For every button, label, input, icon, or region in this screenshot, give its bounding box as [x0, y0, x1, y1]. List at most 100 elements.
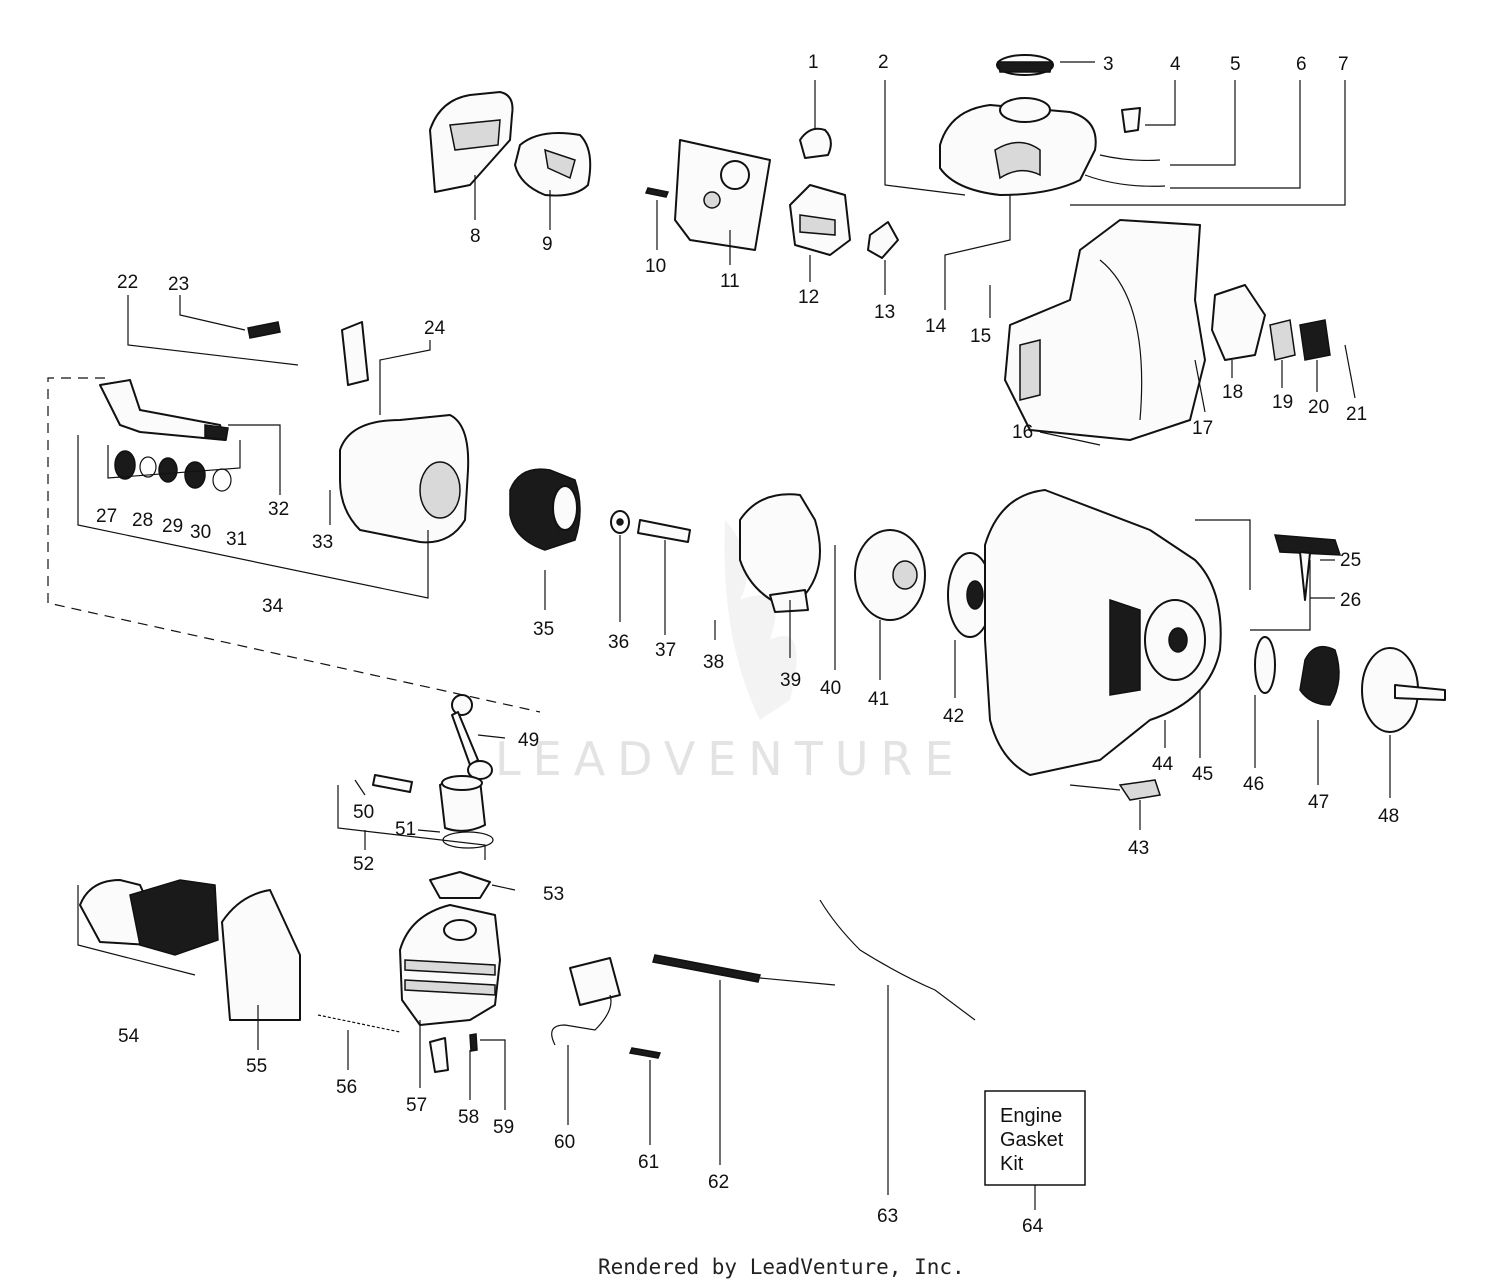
label-part-38: 38: [703, 652, 724, 673]
label-part-5: 5: [1230, 54, 1241, 75]
crankcase: [339, 414, 470, 544]
label-part-30: 30: [190, 522, 211, 543]
label-part-64: 64: [1022, 1216, 1044, 1237]
primer-bulb: [799, 127, 832, 159]
label-part-23: 23: [168, 274, 189, 295]
starter-housing: [984, 489, 1222, 776]
label-part-18: 18: [1222, 382, 1243, 403]
part-number-labels: 1 2 3 4 5 6 7 8 9 10 11 12 13 14 15 16 1…: [96, 52, 1399, 1237]
label-part-16: 16: [1012, 422, 1033, 443]
watermark-logo: [724, 520, 797, 720]
label-part-61: 61: [638, 1152, 659, 1173]
label-part-28: 28: [132, 510, 153, 531]
reed-plate: [1269, 319, 1296, 361]
starter-pulley: [854, 529, 926, 621]
bracket-24: [341, 321, 369, 386]
decal-23: [247, 321, 281, 339]
fuel-cap: [996, 54, 1054, 76]
label-part-3: 3: [1103, 54, 1114, 75]
label-part-31: 31: [226, 529, 247, 550]
fuel-line-5: [1099, 154, 1161, 162]
label-part-24: 24: [424, 318, 446, 339]
screw-10: [644, 187, 670, 198]
footer-credit: Rendered by LeadVenture, Inc.: [598, 1255, 965, 1279]
seal-27: [114, 450, 136, 480]
carburetor-gasket: [867, 221, 899, 259]
screw-59: [469, 1033, 478, 1052]
label-part-60: 60: [554, 1132, 575, 1153]
fuel-vent: [1121, 107, 1141, 133]
label-part-7: 7: [1338, 54, 1349, 75]
label-part-1: 1: [808, 52, 819, 73]
cylinder: [399, 904, 501, 1026]
label-part-40: 40: [820, 678, 841, 699]
kit-line-1: Engine: [1000, 1105, 1062, 1127]
label-part-12: 12: [798, 287, 819, 308]
washer-36: [610, 510, 630, 534]
muffler-gasket: [221, 889, 301, 1021]
label-part-58: 58: [458, 1107, 479, 1128]
circlip-28: [139, 456, 157, 478]
label-part-44: 44: [1152, 754, 1174, 775]
label-part-9: 9: [542, 234, 553, 255]
label-part-25: 25: [1340, 550, 1361, 571]
fan-shroud: [739, 493, 821, 613]
screw-61: [628, 1047, 662, 1059]
label-part-47: 47: [1308, 792, 1329, 813]
label-part-39: 39: [780, 670, 801, 691]
label-part-22: 22: [117, 272, 138, 293]
label-part-56: 56: [336, 1077, 357, 1098]
label-part-50: 50: [353, 802, 374, 823]
label-part-33: 33: [312, 532, 333, 553]
label-part-63: 63: [877, 1206, 898, 1227]
housing-mount-43: [1118, 779, 1161, 801]
label-part-45: 45: [1192, 764, 1213, 785]
label-part-37: 37: [655, 640, 676, 661]
piston-group-bracket: [337, 785, 486, 860]
label-part-32: 32: [268, 499, 289, 520]
label-part-48: 48: [1378, 806, 1399, 827]
label-part-51: 51: [395, 819, 416, 840]
piston: [439, 775, 486, 832]
spacer-37: [637, 519, 691, 543]
label-part-11: 11: [720, 271, 740, 292]
label-part-52: 52: [353, 854, 374, 875]
label-part-43: 43: [1128, 838, 1149, 859]
label-part-20: 20: [1308, 397, 1329, 418]
label-part-36: 36: [608, 632, 629, 653]
kit-line-3: Kit: [1000, 1153, 1024, 1175]
label-part-10: 10: [645, 256, 666, 277]
label-part-46: 46: [1243, 774, 1264, 795]
ignition-module: [551, 957, 621, 1046]
engine-housing: [1004, 219, 1206, 441]
crankshaft: [99, 379, 229, 441]
crank-group-boundary: [47, 377, 541, 713]
label-part-19: 19: [1272, 392, 1293, 413]
clutch-washer: [1254, 636, 1276, 694]
housing-gasket: [1211, 284, 1266, 361]
connecting-rod: [451, 694, 493, 780]
flywheel: [509, 468, 581, 551]
muffler: [79, 879, 219, 956]
label-part-42: 42: [943, 706, 964, 727]
bearing-29: [158, 457, 178, 483]
reed-valve: [1299, 319, 1331, 361]
engine-gasket-kit-box: Engine Gasket Kit: [984, 1090, 1086, 1186]
label-part-35: 35: [533, 619, 554, 640]
carburetor: [789, 184, 851, 256]
throttle-cable: [652, 954, 836, 986]
label-part-14: 14: [925, 316, 947, 337]
ignition-wire: [819, 899, 976, 1021]
piston-pin: [372, 774, 413, 793]
label-part-27: 27: [96, 506, 117, 527]
leader-lines: [77, 61, 1391, 1210]
label-part-21: 21: [1346, 404, 1367, 425]
label-part-55: 55: [246, 1056, 267, 1077]
label-part-62: 62: [708, 1172, 729, 1193]
clutch-drum: [1361, 647, 1446, 733]
label-part-59: 59: [493, 1117, 514, 1138]
label-part-15: 15: [970, 326, 991, 347]
cylinder-gasket: [429, 871, 491, 899]
label-part-6: 6: [1296, 54, 1307, 75]
watermark-text: LEADVENTURE: [495, 732, 966, 786]
